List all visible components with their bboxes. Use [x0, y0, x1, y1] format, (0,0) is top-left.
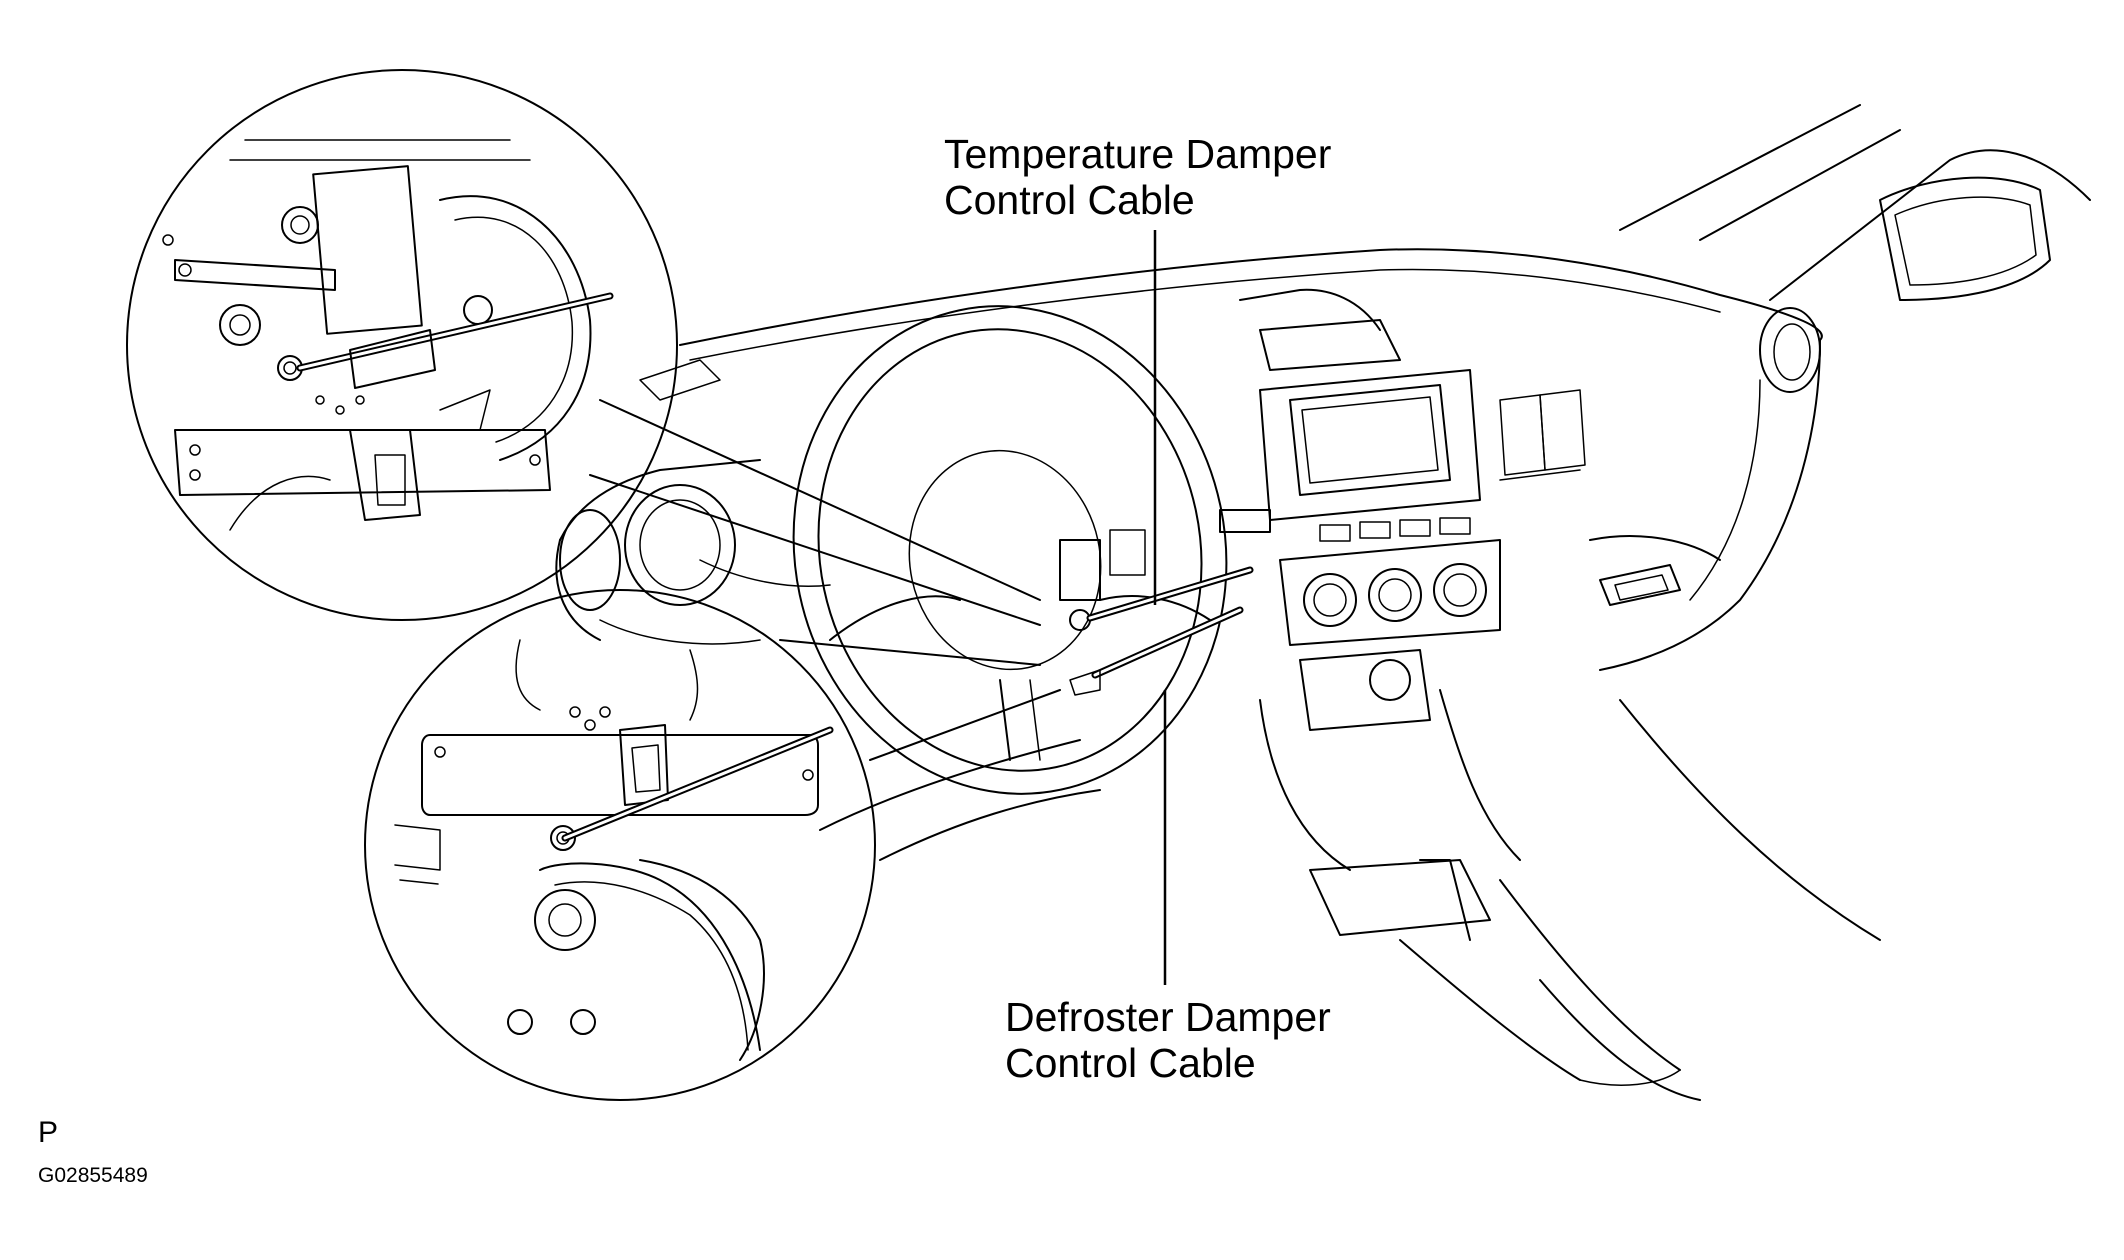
steering-wheel: [792, 305, 1228, 795]
cable-assembly: [1059, 509, 1271, 696]
figure-code: G02855489: [38, 1164, 148, 1187]
defroster-damper-label-line2: Control Cable: [1005, 1040, 1256, 1086]
temperature-damper-label-line2: Control Cable: [944, 177, 1195, 223]
footer-letter: P: [38, 1116, 59, 1149]
dashboard-outline: [555, 104, 2091, 861]
detail-circle-top: [126, 69, 1041, 626]
center-console: [1239, 288, 1881, 1101]
defroster-damper-label: Defroster Damper Control Cable: [1005, 994, 1331, 1086]
detail-circle-bottom: [364, 589, 1061, 1101]
leader-lines: [1153, 230, 1167, 985]
temperature-damper-label-line1: Temperature Damper: [944, 131, 1332, 177]
temperature-damper-label: Temperature Damper Control Cable: [944, 131, 1331, 223]
defroster-damper-label-line1: Defroster Damper: [1005, 994, 1331, 1040]
